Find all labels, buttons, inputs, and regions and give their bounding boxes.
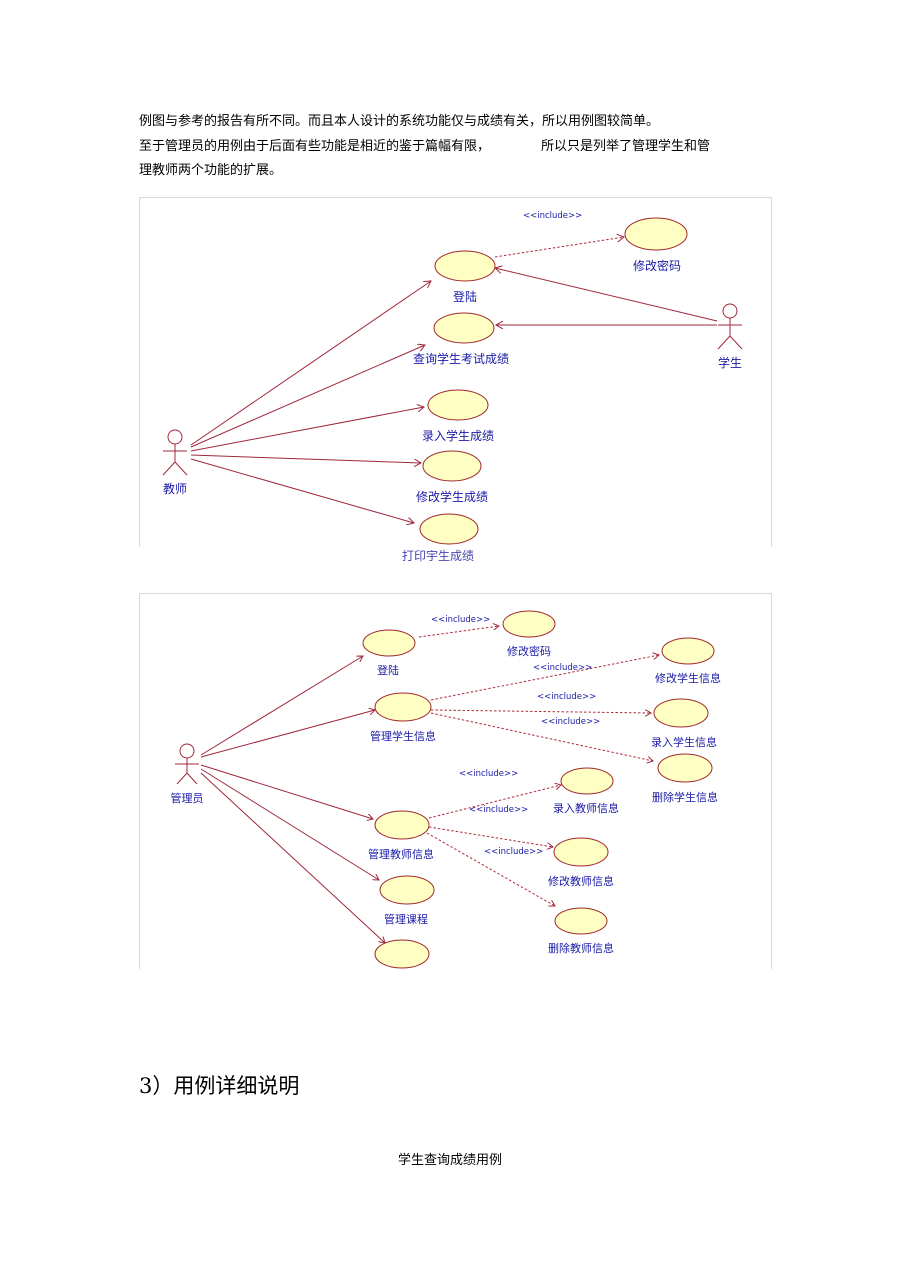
use-case-change-password-label: 修改密码: [507, 644, 551, 658]
print-scores-caption: 打印宇生成绩: [402, 549, 475, 563]
admin-extra-use-case-association: [200, 772, 385, 943]
use-case-manage-teachers: [374, 810, 430, 840]
use-case-change-password: [624, 217, 688, 251]
teacher-login-association: [190, 281, 431, 446]
use-case-delete-teacher-info-label: 删除教师信息: [548, 941, 614, 955]
use-case-change-password: [502, 610, 556, 638]
intro-paragraph-line-2-part-1: 至于管理员的用例由于后面有些功能是相近的鉴于篇幅有限，: [139, 139, 491, 154]
use-case-enter-teacher-info-label: 录入教师信息: [553, 801, 619, 815]
use-case-login: [362, 629, 416, 657]
use-case-unlabeled: [374, 939, 430, 969]
use-case-enter-scores: [427, 389, 489, 421]
include-label: <<include>>: [459, 769, 518, 779]
include-label: <<include>>: [537, 692, 596, 702]
student-actor-label: 学生: [718, 355, 742, 370]
use-case-login: [434, 250, 496, 282]
use-case-change-password-label: 修改密码: [633, 258, 681, 273]
teacher-actor-icon: [162, 429, 188, 476]
include-label: <<include>>: [431, 615, 490, 625]
use-case-manage-students: [374, 692, 432, 722]
intro-paragraph-line-2-part-2: 所以只是列举了管理学生和管: [541, 139, 711, 154]
use-case-manage-teachers-label: 管理教师信息: [368, 847, 434, 861]
use-case-enter-scores-label: 录入学生成绩: [422, 428, 494, 443]
manage-teachers-include-modify: [428, 826, 553, 847]
include-label: <<include>>: [469, 805, 528, 815]
sub-heading: 学生查询成绩用例: [398, 1153, 503, 1168]
login-include-change-password: [494, 237, 624, 258]
student-login-association: [495, 268, 718, 322]
use-case-query-scores: [433, 312, 495, 344]
manage-students-include-modify: [430, 655, 659, 701]
manage-teachers-include-delete: [426, 832, 555, 906]
admin-use-case-diagram: <<include>> <<include>> <<include>> <<in…: [139, 593, 772, 969]
use-case-delete-student-info-label: 删除学生信息: [652, 790, 718, 804]
admin-login-association: [200, 656, 363, 756]
teacher-enter-association: [190, 407, 424, 452]
intro-paragraph-line-3: 理教师两个功能的扩展。: [139, 163, 283, 178]
use-case-manage-courses-label: 管理课程: [384, 912, 428, 926]
use-case-enter-student-info-label: 录入学生信息: [651, 735, 717, 749]
use-case-modify-student-info-label: 修改学生信息: [655, 671, 721, 685]
use-case-modify-scores: [422, 450, 482, 482]
use-case-modify-teacher-info-label: 修改教师信息: [548, 874, 614, 888]
admin-manage-students-association: [200, 710, 375, 758]
use-case-query-scores-label: 查询学生考试成绩: [413, 351, 509, 366]
teacher-print-association: [190, 458, 414, 523]
use-case-delete-teacher-info: [554, 907, 608, 935]
student-actor-icon: [717, 303, 743, 350]
manage-teachers-include-enter: [428, 785, 561, 819]
manage-students-include-delete: [430, 712, 653, 761]
admin-manage-teachers-association: [200, 764, 373, 819]
include-label: <<include>>: [533, 663, 592, 673]
intro-paragraph-line-1: 例图与参考的报告有所不同。而且本人设计的系统功能仅与成绩有关，所以用例图较简单。: [139, 114, 660, 129]
include-label: <<include>>: [541, 717, 600, 727]
admin-use-case-svg: <<include>> <<include>> <<include>> <<in…: [139, 593, 772, 969]
section-heading: 3）用例详细说明: [139, 1074, 300, 1098]
admin-actor-label: 管理员: [171, 791, 204, 805]
use-case-enter-teacher-info: [560, 767, 614, 795]
teacher-student-use-case-svg: <<include>> 登陆 修改密码 查询学生考试成绩 录入学生成绩 修改学生…: [139, 197, 772, 547]
teacher-student-use-case-diagram: <<include>> 登陆 修改密码 查询学生考试成绩 录入学生成绩 修改学生…: [139, 197, 772, 547]
admin-actor-icon: [175, 743, 199, 785]
use-case-login-label: 登陆: [453, 289, 477, 304]
use-case-enter-student-info: [653, 698, 709, 728]
teacher-actor-label: 教师: [163, 481, 187, 496]
login-include-change-password: [418, 626, 499, 638]
use-case-modify-scores-label: 修改学生成绩: [416, 489, 488, 504]
include-label: <<include>>: [484, 847, 543, 857]
teacher-modify-association: [190, 454, 421, 463]
use-case-login-label: 登陆: [377, 663, 399, 677]
use-case-modify-teacher-info: [553, 837, 609, 867]
use-case-delete-student-info: [657, 753, 713, 783]
use-case-print-scores: [419, 513, 479, 545]
use-case-manage-students-label: 管理学生信息: [370, 729, 436, 743]
manage-students-include-enter: [430, 710, 651, 713]
use-case-manage-courses: [379, 875, 435, 905]
include-label: <<include>>: [523, 211, 582, 221]
use-case-modify-student-info: [661, 637, 715, 665]
admin-manage-courses-association: [200, 768, 379, 880]
teacher-query-association: [190, 345, 425, 448]
